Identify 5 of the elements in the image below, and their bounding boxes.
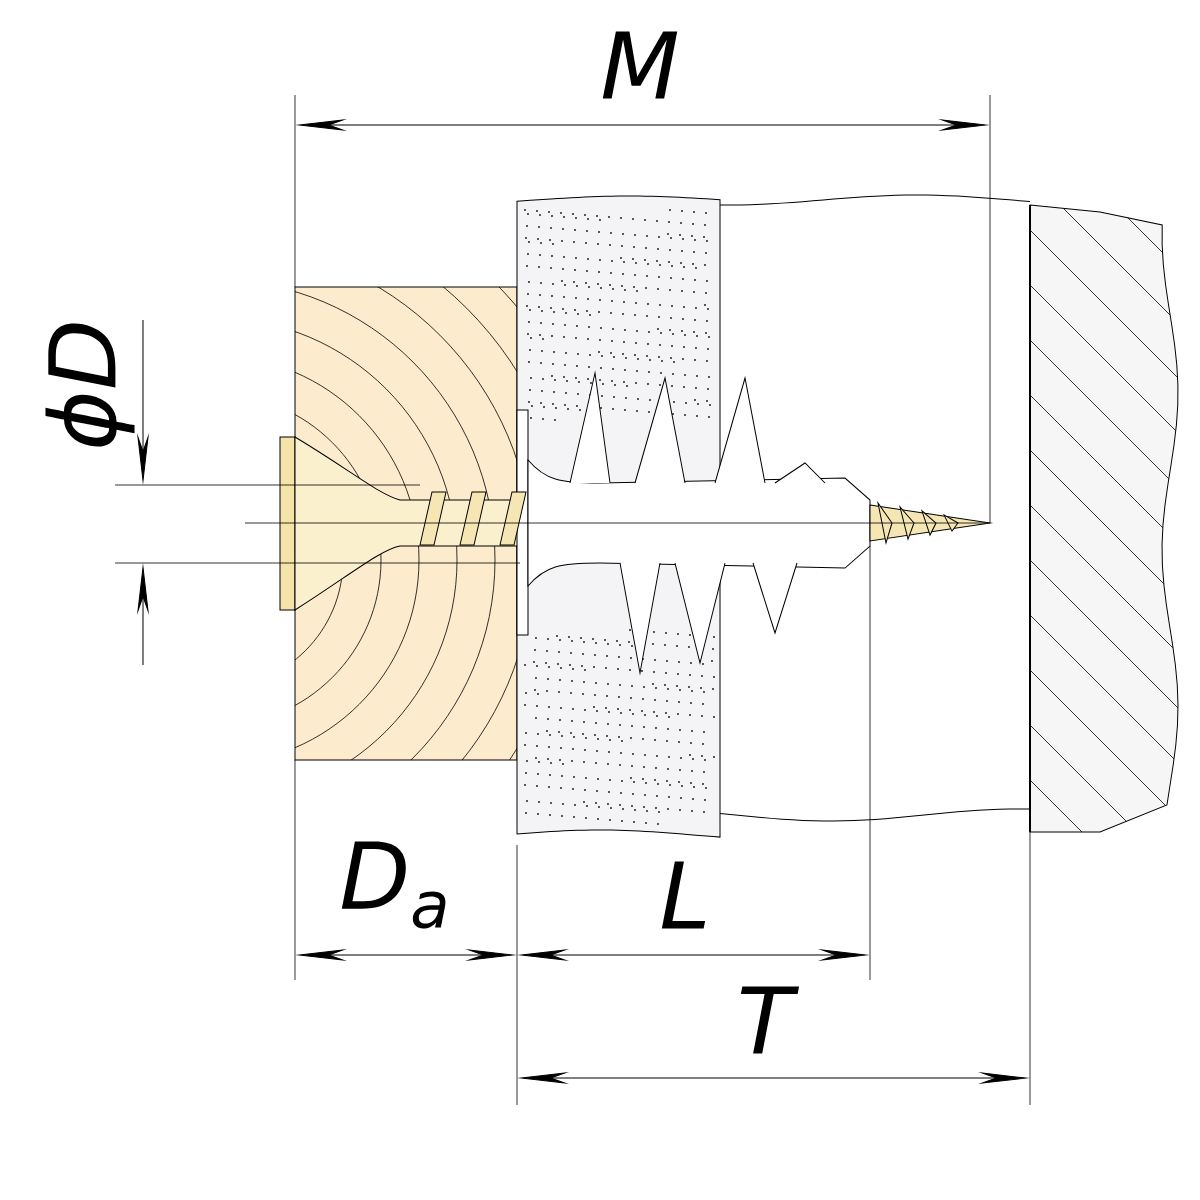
dimension-label: M [602,31,678,99]
dimension-label: ϕD [45,323,135,447]
dimension-label: D$_{a}$ [341,841,446,929]
dimension-label: L [661,861,706,929]
dimension-label: T [740,986,800,1054]
